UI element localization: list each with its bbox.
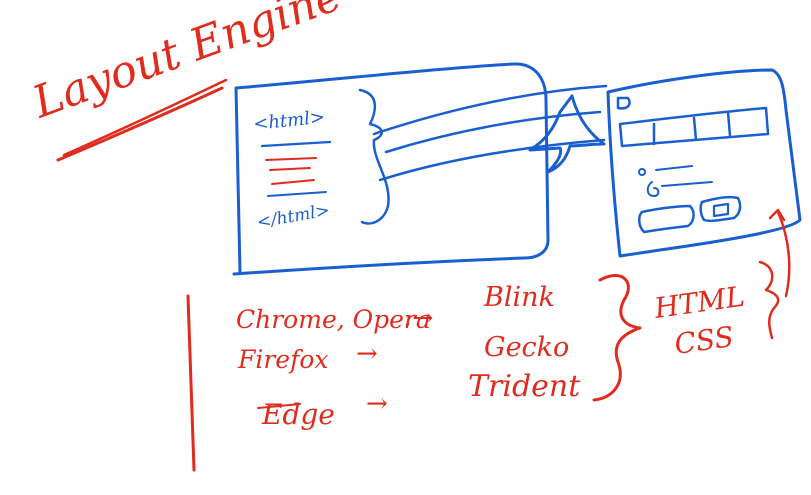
code-line-4 [271,179,315,185]
browser-name: Edge [261,398,335,431]
code-brace [358,88,390,225]
arrow-symbol: → [366,389,388,419]
source-window-frame [232,62,550,276]
browser-name: Chrome, Opera [236,305,431,334]
margin-line [186,294,196,472]
engine-row-2: Edge → Trident [257,369,581,431]
code-line-3 [269,167,311,171]
up-arrow-head-icon [768,208,786,222]
browser-name: Firefox [237,345,329,374]
radio-option-2 [646,181,660,197]
engine-name: Gecko [484,332,569,363]
text-input-shape [638,204,695,234]
rendered-page-window [606,68,802,258]
inputs-brace [758,260,780,340]
flow-lines [372,84,608,182]
input-html: HTML [651,280,746,325]
source-window: <html> </html> [232,62,550,276]
code-line-1 [260,140,332,148]
radio-option-1 [638,168,646,176]
tab-divider-2 [692,116,698,142]
title-underline [56,86,224,162]
title-underline-second [62,78,228,157]
arrow-symbol: :→ [404,303,433,332]
input-css: CSS [672,320,735,361]
engine-row-0: Chrome, Opera :→ Blink [236,282,555,334]
code-line-2 [265,157,317,161]
rendered-window-frame [606,68,802,258]
tab-bar [618,106,770,148]
engine-row-1: Firefox → Gecko [237,332,569,374]
open-html-tag: <html> [252,107,326,135]
engines-brace [592,274,642,402]
engine-name: Trident [468,369,581,404]
edge-strike [257,403,301,409]
button-icon [712,202,730,218]
button-shape [699,195,742,223]
up-arrow-line [776,210,791,298]
radio-label-1 [655,165,693,171]
arrow-symbol: → [356,339,378,369]
engine-name: Blink [483,282,555,313]
render-arrow-icon [528,94,606,174]
close-html-tag: </html> [255,200,331,232]
tab-divider-3 [726,110,732,138]
code-line-5 [267,191,327,197]
favicon-shape [616,96,631,110]
radio-label-2 [661,181,713,187]
